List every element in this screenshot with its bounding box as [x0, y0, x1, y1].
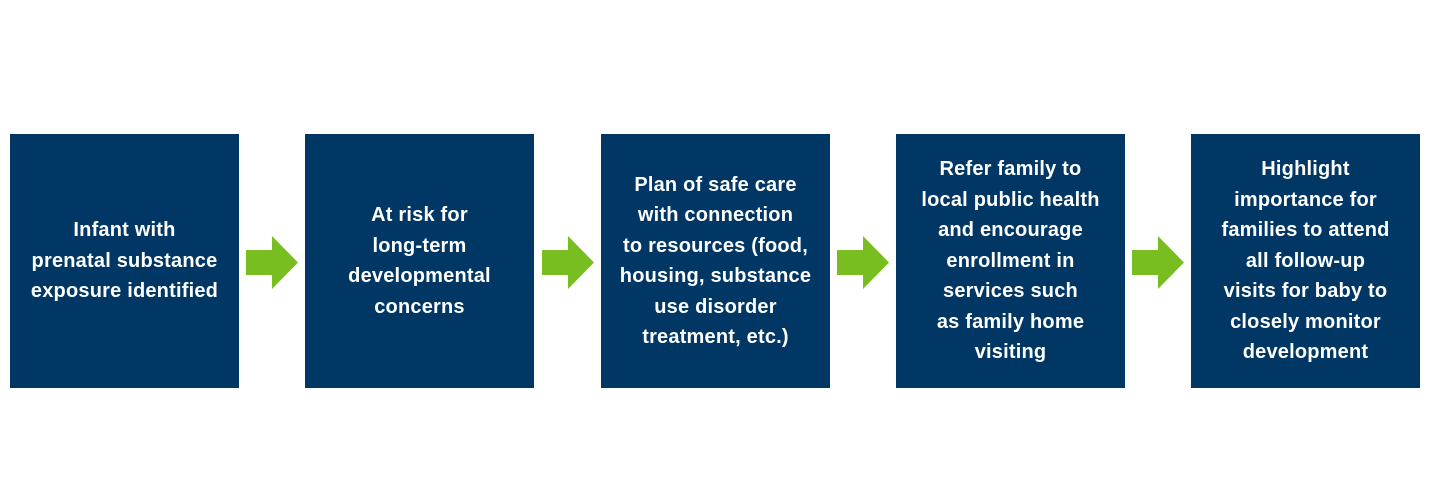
step-2-box: At risk for long-term developmental conc… — [305, 134, 534, 388]
step-1-text: Infant with prenatal substance exposure … — [30, 219, 219, 303]
arrow-right-icon — [1132, 236, 1184, 289]
step-4-text: Refer family to local public health and … — [921, 158, 1100, 364]
step-3-box: Plan of safe care with connection to res… — [601, 134, 830, 388]
step-1-box: Infant with prenatal substance exposure … — [10, 134, 239, 388]
arrow-right-icon — [542, 236, 594, 289]
step-5-box: Highlight importance for families to att… — [1191, 134, 1420, 388]
arrow-right-icon — [246, 236, 298, 289]
step-5-text: Highlight importance for families to att… — [1221, 158, 1390, 364]
step-2-text: At risk for long-term developmental conc… — [348, 204, 491, 318]
step-4-box: Refer family to local public health and … — [896, 134, 1125, 388]
step-3-text: Plan of safe care with connection to res… — [619, 173, 812, 349]
arrow-right-icon — [837, 236, 889, 289]
